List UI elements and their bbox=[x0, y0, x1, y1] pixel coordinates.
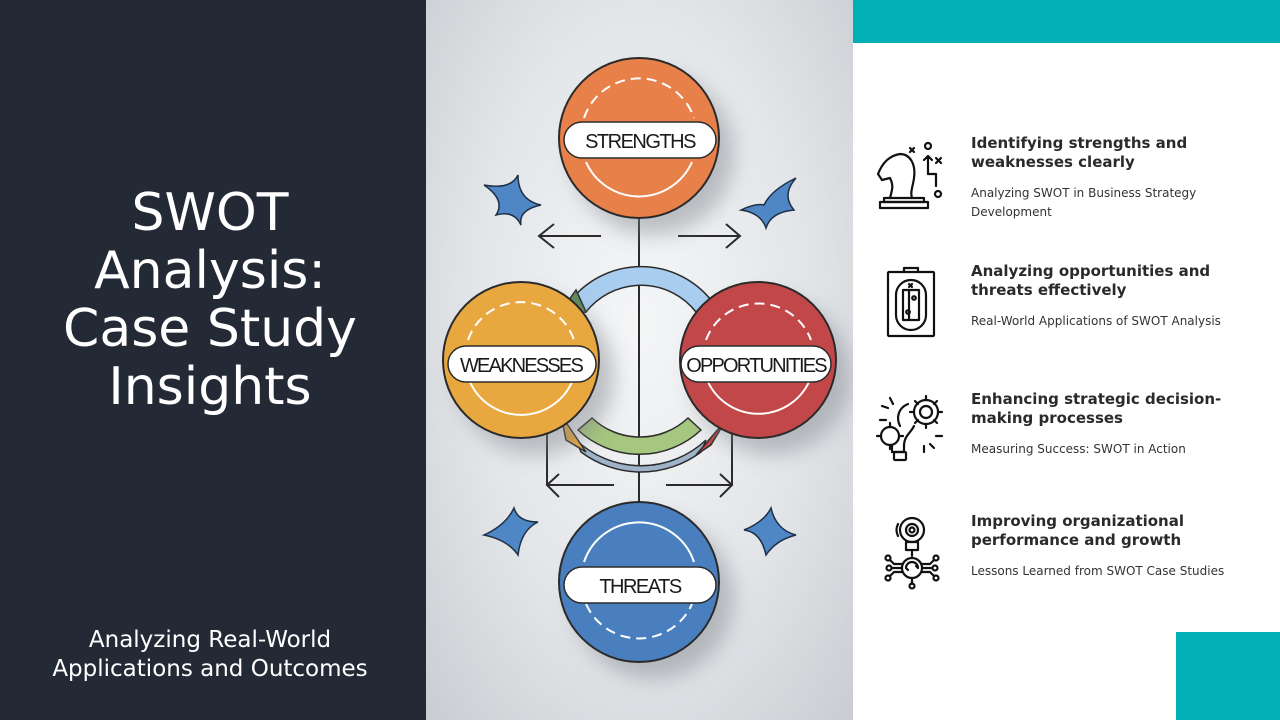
slide-title-line: Case Study bbox=[63, 299, 357, 359]
threats-label: THREATS bbox=[599, 576, 682, 598]
slide-subtitle-line: Applications and Outcomes bbox=[52, 656, 368, 682]
title-panel: SWOT Analysis: Case Study Insights Analy… bbox=[0, 0, 426, 720]
slide-title-line: Analysis: bbox=[94, 241, 326, 301]
chess-knight-strategy-icon bbox=[870, 134, 950, 214]
swot-diagram: STRENGTHS WEAKNESSES OPPORTUNITIES bbox=[442, 57, 837, 663]
item-heading: Improving organizational performance and… bbox=[971, 512, 1185, 549]
slide-title: SWOT Analysis: Case Study Insights bbox=[0, 184, 420, 416]
connector-lines bbox=[537, 218, 742, 505]
clipboard-tactics-icon bbox=[870, 262, 950, 342]
sparkle-icons bbox=[481, 174, 797, 558]
item-heading: Identifying strengths and weaknesses cle… bbox=[971, 134, 1188, 171]
opportunities-label: OPPORTUNITIES bbox=[686, 355, 827, 377]
item-description: Real-World Applications of SWOT Analysis bbox=[971, 314, 1221, 328]
item-description: Measuring Success: SWOT in Action bbox=[971, 442, 1186, 456]
lightbulb-network-icon bbox=[870, 512, 950, 592]
swot-diagram-image: STRENGTHS WEAKNESSES OPPORTUNITIES bbox=[426, 0, 853, 720]
strengths-label: STRENGTHS bbox=[585, 131, 696, 153]
slide-title-line: SWOT bbox=[131, 183, 289, 243]
lightbulb-gears-icon bbox=[870, 390, 950, 470]
slide-title-line: Insights bbox=[108, 357, 312, 417]
item-heading: Enhancing strategic decision-making proc… bbox=[971, 390, 1222, 427]
item-heading: Analyzing opportunities and threats effe… bbox=[971, 262, 1211, 299]
item-description: Lessons Learned from SWOT Case Studies bbox=[971, 564, 1225, 578]
accent-top-bar bbox=[853, 0, 1280, 43]
slide-subtitle: Analyzing Real-World Applications and Ou… bbox=[0, 626, 420, 684]
item-description: Analyzing SWOT in Business Strategy Deve… bbox=[971, 186, 1197, 219]
accent-corner-block bbox=[1176, 632, 1280, 720]
weaknesses-label: WEAKNESSES bbox=[460, 355, 583, 377]
slide-subtitle-line: Analyzing Real-World bbox=[88, 627, 332, 653]
